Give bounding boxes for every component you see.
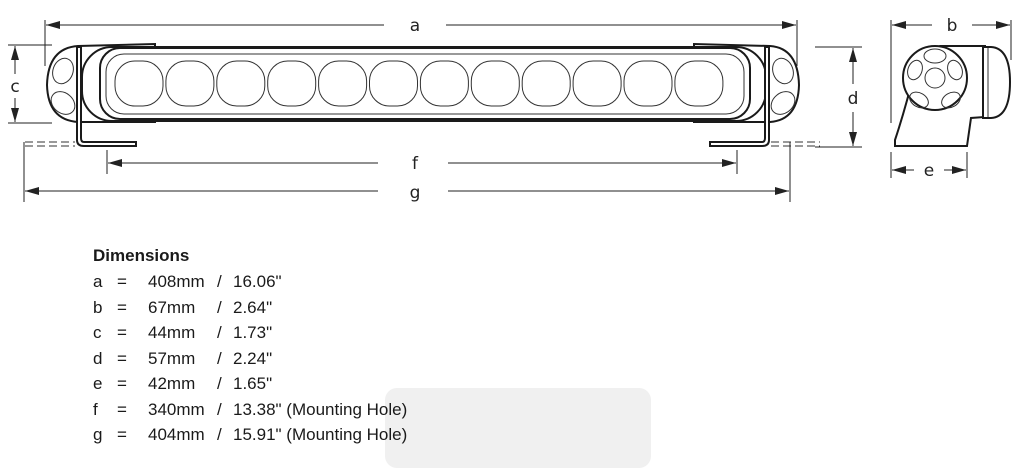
dimension-inches: 16.06" bbox=[233, 272, 282, 291]
equals-sign: = bbox=[117, 272, 127, 291]
side-lens bbox=[947, 59, 963, 81]
dimension-row-d: d = 57mm / 2.24" bbox=[93, 346, 272, 372]
dimension-inches: 1.65" bbox=[233, 374, 273, 393]
dimension-row-f: f = 340mm / 13.38" (Mounting Hole) bbox=[93, 397, 407, 423]
side-lens bbox=[924, 67, 946, 89]
dim-label-g: g bbox=[410, 183, 421, 203]
dimension-key: e bbox=[93, 374, 103, 393]
dimension-row-e: e = 42mm / 1.65" bbox=[93, 371, 272, 397]
equals-sign: = bbox=[117, 348, 127, 368]
lens bbox=[623, 60, 673, 107]
dimension-row-b: b = 67mm / 2.64" bbox=[93, 295, 272, 321]
left-vent-top bbox=[52, 57, 74, 85]
dimension-key: d bbox=[93, 348, 103, 368]
dimension-mm: 57mm bbox=[148, 348, 196, 368]
dim-label-a: a bbox=[410, 16, 420, 36]
dimension-mm: 408mm bbox=[148, 272, 205, 291]
dimension-mm: 67mm bbox=[148, 297, 196, 317]
equals-sign: = bbox=[117, 425, 127, 444]
lens-group bbox=[114, 60, 724, 107]
dimension-key: b bbox=[93, 297, 103, 317]
lens-frame bbox=[105, 53, 745, 115]
dim-label-c: c bbox=[10, 77, 19, 97]
lens bbox=[369, 60, 418, 107]
dimension-mm: 42mm bbox=[148, 374, 196, 393]
equals-sign: = bbox=[117, 374, 127, 393]
side-lens bbox=[941, 91, 961, 109]
separator: / bbox=[217, 323, 222, 342]
right-vent-bottom bbox=[770, 91, 796, 115]
side-lens-circle bbox=[902, 45, 968, 111]
mount-hole-dashes bbox=[25, 141, 820, 147]
lens bbox=[521, 60, 571, 107]
equals-sign: = bbox=[117, 323, 127, 342]
dimension-row-a: a = 408mm / 16.06" bbox=[93, 269, 282, 295]
lens-panel bbox=[99, 47, 751, 120]
dimension-inches: 1.73" bbox=[233, 323, 273, 342]
separator: / bbox=[217, 272, 222, 291]
dim-label-f: f bbox=[412, 154, 419, 174]
side-lens-group bbox=[907, 48, 963, 109]
dimension-key: g bbox=[93, 425, 103, 444]
dimensions-table: Dimensions a = 408mm / 16.06" b = 67mm / 2.64" c = 4… bbox=[93, 245, 407, 448]
dimension-key: c bbox=[93, 323, 102, 342]
left-mount-bracket bbox=[76, 46, 137, 147]
lens bbox=[114, 60, 164, 107]
side-lens bbox=[907, 59, 923, 81]
lens bbox=[470, 60, 520, 107]
dimension-mm: 44mm bbox=[148, 323, 196, 342]
lens bbox=[572, 60, 622, 107]
side-lens bbox=[923, 48, 947, 64]
separator: / bbox=[217, 374, 222, 393]
dimension-key: a bbox=[93, 272, 103, 291]
dim-label-b: b bbox=[947, 16, 958, 36]
lens bbox=[165, 60, 215, 107]
dimension-inches: 15.91" (Mounting Hole) bbox=[233, 425, 408, 444]
dimension-key: f bbox=[93, 399, 98, 419]
dimension-inches: 2.24" bbox=[233, 348, 273, 368]
lens bbox=[216, 60, 266, 107]
dim-label-e: e bbox=[924, 161, 934, 181]
dimension-lines: a c d f g bbox=[8, 16, 862, 203]
equals-sign: = bbox=[117, 297, 127, 317]
lens bbox=[674, 60, 724, 107]
dimension-mm: 404mm bbox=[148, 425, 205, 444]
lens bbox=[318, 60, 368, 107]
left-vent-bottom bbox=[50, 91, 76, 115]
dimensions-title: Dimensions bbox=[93, 246, 190, 265]
dimension-inches: 2.64" bbox=[233, 297, 273, 317]
separator: / bbox=[217, 399, 222, 419]
front-view bbox=[25, 42, 820, 147]
lens bbox=[419, 60, 469, 107]
lens bbox=[267, 60, 317, 107]
right-vent-top bbox=[772, 57, 794, 85]
light-bar-dimension-diagram: a c d f g b e bbox=[8, 16, 1012, 203]
side-view: b e bbox=[890, 16, 1012, 181]
dimension-mm: 340mm bbox=[148, 399, 205, 419]
dimension-row-c: c = 44mm / 1.73" bbox=[93, 320, 272, 346]
dimension-row-g: g = 404mm / 15.91" (Mounting Hole) bbox=[93, 422, 407, 448]
separator: / bbox=[217, 425, 222, 444]
separator: / bbox=[217, 348, 222, 368]
separator: / bbox=[217, 297, 222, 317]
side-lens bbox=[909, 91, 929, 109]
dim-label-d: d bbox=[848, 89, 859, 109]
right-mount-bracket bbox=[709, 46, 770, 147]
dimension-inches: 13.38" (Mounting Hole) bbox=[233, 399, 408, 419]
equals-sign: = bbox=[117, 399, 127, 419]
side-rear-cap bbox=[982, 46, 1012, 119]
